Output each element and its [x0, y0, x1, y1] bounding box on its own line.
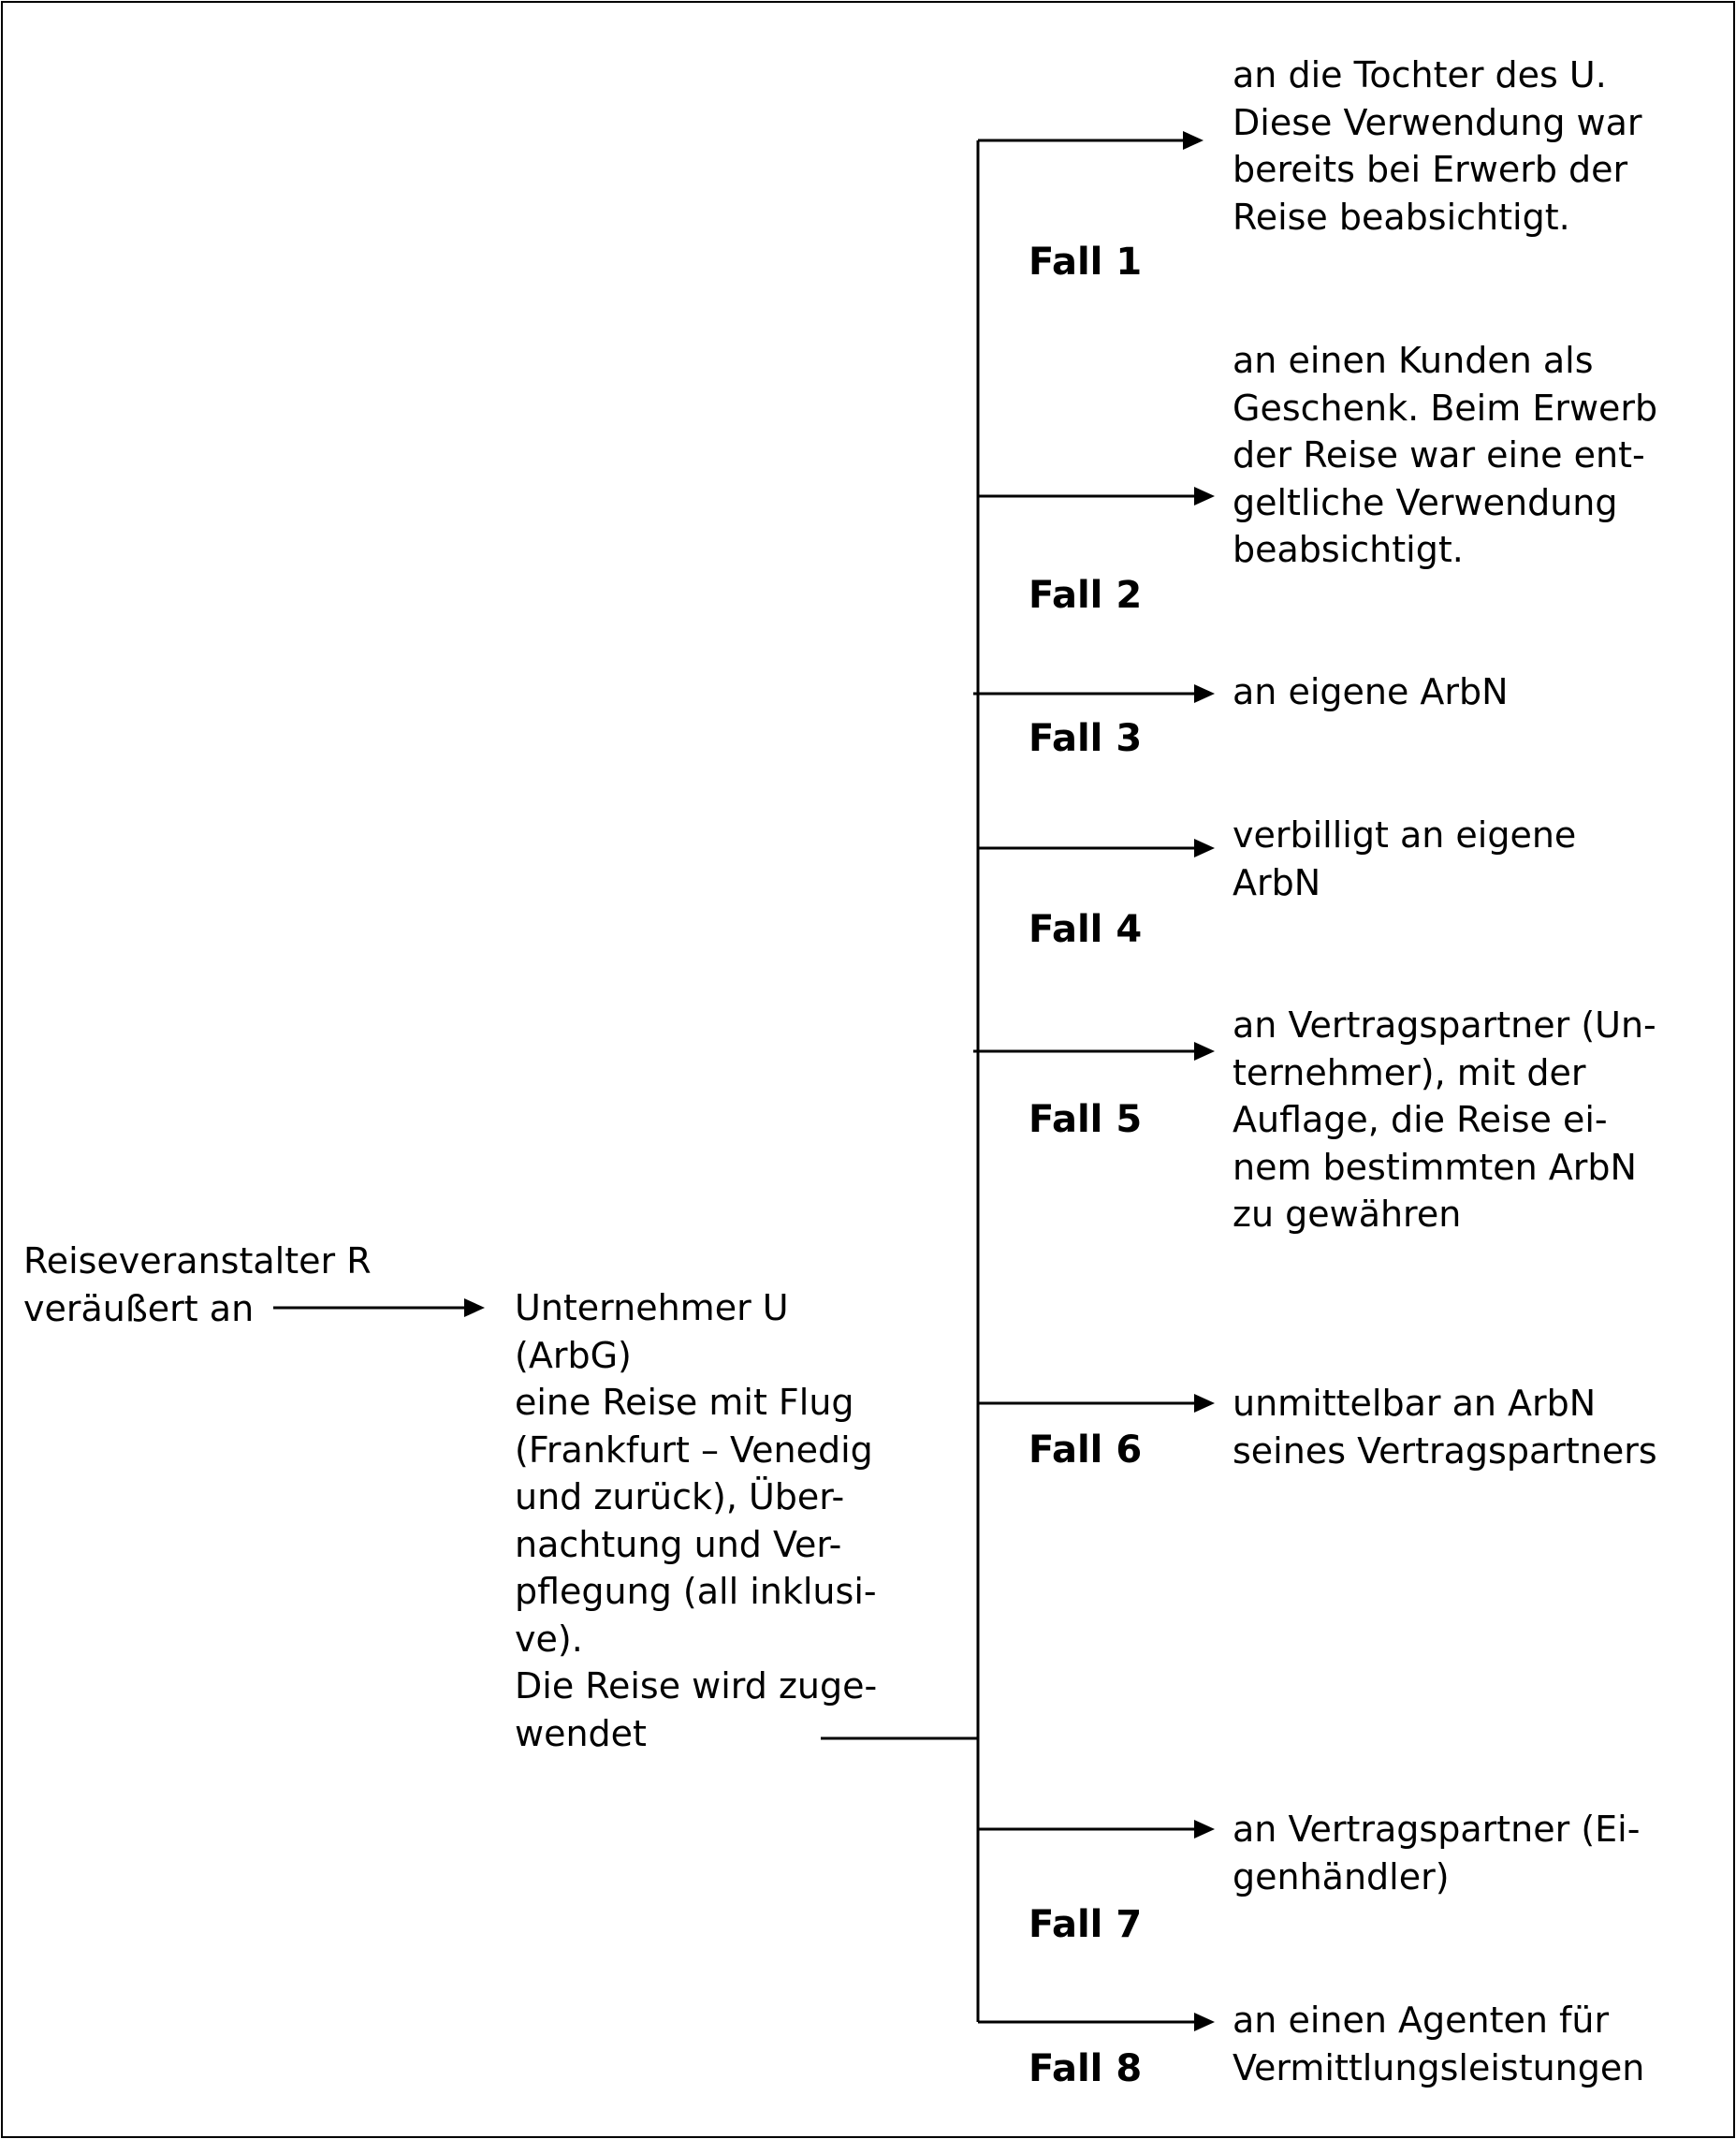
fall-1-description: an die Tochter des U. Diese Verwendung w… — [1233, 51, 1642, 241]
description-line: nem bestimmten ArbN — [1233, 1146, 1637, 1188]
fall-5-description: an Vertragspartner (Un- ternehmer), mit … — [1233, 1002, 1656, 1238]
company-line: (Frankfurt – Venedig — [515, 1428, 873, 1471]
company-line: ve). — [515, 1618, 583, 1660]
company-line: pflegung (all inklusi- — [515, 1571, 877, 1612]
arrowhead-source — [464, 1298, 485, 1317]
description-line: Diese Verwendung war — [1233, 101, 1642, 143]
arrowhead-fall-5 — [1194, 1042, 1215, 1061]
description-line: seines Vertragspartners — [1233, 1429, 1657, 1472]
description-line: an Vertragspartner (Un- — [1233, 1004, 1656, 1046]
description-line: an eigene ArbN — [1233, 671, 1509, 712]
description-line: genhändler) — [1233, 1855, 1450, 1897]
description-line: an einen Kunden als — [1233, 340, 1594, 381]
fall-2-label: Fall 2 — [1028, 574, 1143, 617]
arrowhead-fall-7 — [1194, 1820, 1215, 1839]
description-line: zu gewähren — [1233, 1194, 1462, 1235]
company-text-block: Unternehmer U (ArbG) eine Reise mit Flug… — [515, 1284, 877, 1757]
fall-4-label: Fall 4 — [1028, 908, 1143, 951]
company-line: Unternehmer U — [515, 1287, 789, 1328]
fall-7-description: an Vertragspartner (Ei- genhändler) — [1233, 1806, 1640, 1900]
fall-2-description: an einen Kunden als Geschenk. Beim Erwer… — [1233, 337, 1657, 574]
company-line: (ArbG) — [515, 1334, 632, 1376]
description-line: verbilligt an eigene — [1233, 814, 1577, 856]
description-line: der Reise war eine ent- — [1233, 434, 1645, 476]
description-line: bereits bei Erwerb der — [1233, 149, 1628, 190]
description-line: beabsichtigt. — [1233, 529, 1464, 570]
description-line: Reise beabsichtigt. — [1233, 196, 1570, 238]
description-line: ArbN — [1233, 861, 1321, 903]
company-line: Die Reise wird zuge- — [515, 1665, 878, 1707]
company-line: nachtung und Ver- — [515, 1523, 842, 1565]
arrowhead-fall-3 — [1194, 684, 1215, 703]
arrowhead-fall-2 — [1194, 487, 1215, 505]
description-line: Geschenk. Beim Erwerb — [1233, 387, 1658, 429]
source-line: veräußert an — [23, 1287, 255, 1329]
fall-6-description: unmittelbar an ArbN seines Vertragspartn… — [1233, 1380, 1657, 1474]
fall-5-label: Fall 5 — [1028, 1098, 1143, 1141]
description-line: an einen Agenten für — [1233, 2000, 1610, 2041]
company-line: wendet — [515, 1712, 647, 1754]
description-line: an die Tochter des U. — [1233, 54, 1607, 95]
description-line: Vermittlungsleistungen — [1233, 2046, 1645, 2088]
description-line: an Vertragspartner (Ei- — [1233, 1809, 1641, 1850]
description-line: ternehmer), mit der — [1233, 1051, 1586, 1093]
arrowhead-fall-4 — [1194, 839, 1215, 857]
fall-6-label: Fall 6 — [1028, 1428, 1143, 1472]
arrowhead-fall-8 — [1194, 2013, 1215, 2031]
company-line: eine Reise mit Flug — [515, 1382, 854, 1423]
description-line: unmittelbar an ArbN — [1233, 1383, 1597, 1424]
arrowhead-fall-6 — [1194, 1394, 1215, 1413]
source-line: Reiseveranstalter R — [23, 1240, 372, 1282]
source-text-block: Reiseveranstalter R veräußert an — [23, 1238, 372, 1332]
fall-3-label: Fall 3 — [1028, 717, 1143, 760]
fall-8-label: Fall 8 — [1028, 2047, 1143, 2090]
arrowhead-fall-1 — [1183, 131, 1204, 150]
fall-1-label: Fall 1 — [1028, 241, 1143, 284]
fall-3-description: an eigene ArbN — [1233, 668, 1509, 716]
fall-8-description: an einen Agenten für Vermittlungsleistun… — [1233, 1997, 1644, 2091]
description-line: Auflage, die Reise ei- — [1233, 1099, 1608, 1140]
fall-4-description: verbilligt an eigene ArbN — [1233, 812, 1576, 906]
description-line: geltliche Verwendung — [1233, 481, 1618, 523]
company-line: und zurück), Über- — [515, 1476, 845, 1517]
fall-7-label: Fall 7 — [1028, 1903, 1143, 1946]
